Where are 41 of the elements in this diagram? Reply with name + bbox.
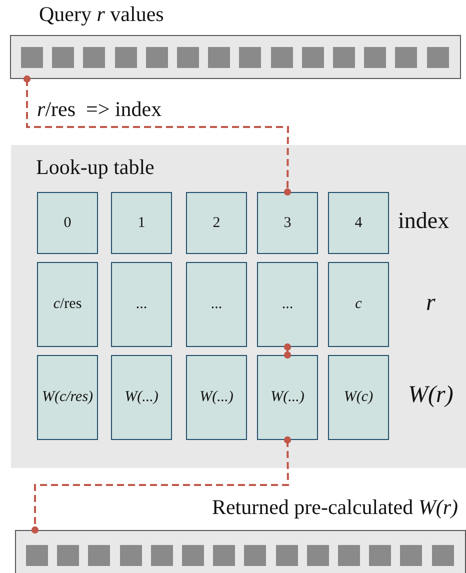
cell-text: W(...) — [200, 389, 234, 406]
cell-text: W(c) — [344, 389, 374, 406]
row-label: W(r) — [408, 382, 454, 409]
dashed-connector — [23, 75, 292, 196]
index-cell — [37, 192, 98, 254]
cell-text: 1 — [138, 214, 146, 232]
result-cell — [257, 355, 318, 440]
lookup-table-panel — [11, 145, 466, 468]
cell-text: W(c/res) — [42, 389, 94, 406]
value-cell — [37, 262, 98, 347]
array-heading: Returned pre-calculated W(r) — [212, 495, 458, 520]
cell-text: 4 — [354, 214, 362, 232]
cell-text: 0 — [64, 214, 72, 232]
edge-label: r/res => index — [37, 97, 162, 122]
cell-text: ... — [282, 296, 294, 313]
cell-text: W(...) — [124, 389, 158, 406]
row-label: r — [426, 290, 436, 317]
cell-text: 3 — [284, 214, 292, 232]
dashed-connector — [31, 436, 292, 534]
value-cell — [186, 262, 247, 347]
result-cell — [37, 355, 98, 440]
row-label: index — [398, 208, 450, 234]
cell-text: 2 — [212, 214, 220, 232]
cell-text: ... — [136, 296, 148, 313]
index-cell — [186, 192, 247, 254]
cell-text: ... — [210, 296, 222, 313]
index-cell — [328, 192, 389, 254]
dashed-connector — [284, 343, 292, 359]
array-heading: Query r values — [39, 2, 164, 27]
value-cell — [328, 262, 389, 347]
index-cell — [257, 192, 318, 254]
cell-text: W(...) — [270, 389, 304, 406]
cell-text: c — [355, 296, 362, 313]
value-cell — [111, 262, 172, 347]
cell-text: c/res — [53, 296, 82, 313]
panel-heading: Look-up table — [36, 155, 154, 180]
result-cell — [186, 355, 247, 440]
result-cell — [328, 355, 389, 440]
value-cell — [257, 262, 318, 347]
result-cell — [111, 355, 172, 440]
index-cell — [111, 192, 172, 254]
